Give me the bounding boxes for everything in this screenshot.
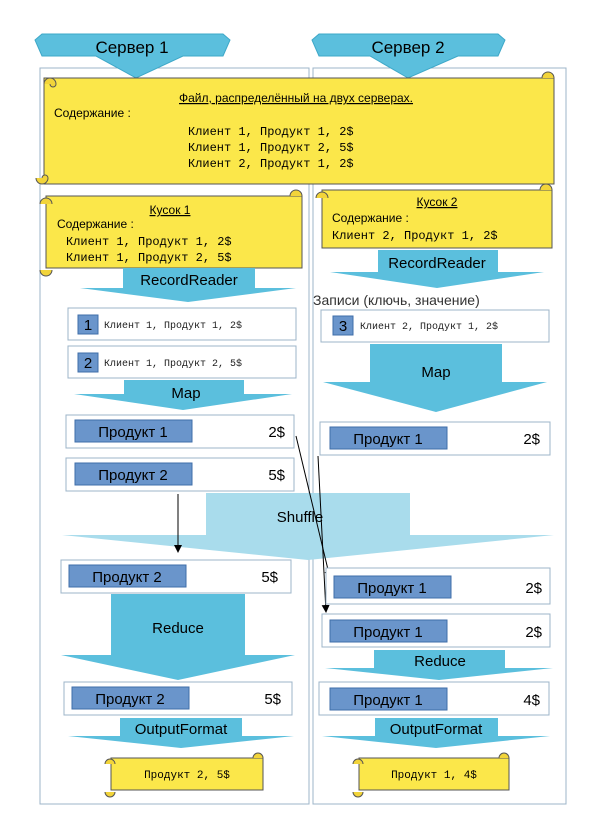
chunk-1-line-2: Клиент 1, Продукт 2, 5$ (66, 251, 232, 265)
server-2-title: Сервер 2 (371, 38, 444, 57)
record-2: 2 Клиент 1, Продукт 2, 5$ (67, 345, 297, 379)
chunk-2-scroll: Кусок 2 Содержание : Клиент 2, Продукт 1… (315, 183, 553, 249)
shuffle-output-3: Продукт 1 2$ (321, 613, 551, 648)
output-format-label-2: OutputFormat (390, 721, 483, 738)
reduce-label-2: Reduce (414, 653, 466, 670)
chunk-1-content-label: Содержание : (57, 217, 134, 231)
file-line-1: Клиент 1, Продукт 1, 2$ (188, 125, 354, 139)
map-output-2: Продукт 2 5$ (65, 457, 295, 492)
map-arrow-1: Map (74, 380, 292, 410)
record-1-num: 1 (84, 317, 92, 334)
server-1-title: Сервер 1 (95, 38, 168, 57)
record-reader-arrow-1: RecordReader (80, 268, 296, 302)
map-output-2-value: 5$ (268, 467, 285, 484)
server-1-column (39, 67, 310, 805)
chunk-1-line-1: Клиент 1, Продукт 1, 2$ (66, 235, 232, 249)
server-2-banner: Сервер 2 (311, 33, 506, 79)
map-output-1-value: 2$ (268, 424, 285, 441)
file-title: Файл, распределённый на двух серверах. (179, 91, 413, 105)
shuffle-output-1-value: 5$ (261, 569, 278, 586)
chunk-1-scroll: Кусок 1 Содержание : Клиент 1, Продукт 1… (39, 189, 303, 277)
map-output-1: Продукт 1 2$ (65, 414, 295, 449)
output-scroll-1: Продукт 2, 5$ (104, 752, 264, 798)
file-line-3: Клиент 2, Продукт 1, 2$ (188, 157, 354, 171)
map-arrow-2: Map (323, 344, 547, 412)
output-format-label-1: OutputFormat (135, 721, 228, 738)
output-1-text: Продукт 2, 5$ (144, 770, 230, 782)
reduce-output-2: Продукт 1 4$ (318, 681, 550, 716)
map-output-3: Продукт 1 2$ (319, 421, 551, 456)
chunk-2-title: Кусок 2 (417, 195, 458, 209)
map-label-2: Map (421, 364, 450, 381)
output-scroll-2: Продукт 1, 4$ (352, 752, 510, 798)
reduce-output-2-value: 4$ (523, 692, 540, 709)
record-2-text: Клиент 1, Продукт 2, 5$ (104, 358, 242, 370)
record-1: 1 Клиент 1, Продукт 1, 2$ (67, 307, 297, 341)
record-3-num: 3 (339, 318, 347, 335)
chunk-2-content-label: Содержание : (332, 211, 409, 225)
map-output-3-key: Продукт 1 (353, 431, 423, 448)
shuffle-output-1: Продукт 2 5$ (60, 559, 292, 594)
record-3: 3 Клиент 2, Продукт 1, 2$ (320, 309, 550, 343)
shuffle-output-2-value: 2$ (525, 580, 542, 597)
map-label-1: Map (171, 385, 200, 402)
reduce-arrow-2: Reduce (325, 650, 553, 680)
chunk-2-line-1: Клиент 2, Продукт 1, 2$ (332, 229, 498, 243)
shuffle-line-2 (295, 435, 333, 579)
shuffle-output-1-key: Продукт 2 (92, 569, 162, 586)
file-line-2: Клиент 1, Продукт 2, 5$ (188, 141, 354, 155)
server-2-column (312, 67, 567, 805)
output-format-arrow-2: OutputFormat (322, 718, 550, 748)
server-1-banner: Сервер 1 (34, 33, 231, 79)
file-content-label: Содержание : (54, 106, 131, 120)
reduce-output-2-key: Продукт 1 (353, 692, 423, 709)
chunk-1-title: Кусок 1 (150, 203, 191, 217)
map-output-2-key: Продукт 2 (98, 467, 168, 484)
record-reader-label-1: RecordReader (140, 272, 238, 289)
records-caption: Записи (ключь, значение) (313, 292, 480, 308)
shuffle-label: Shuffle (277, 509, 323, 526)
reduce-output-1-value: 5$ (264, 691, 281, 708)
reduce-label-1: Reduce (152, 620, 204, 637)
record-3-text: Клиент 2, Продукт 1, 2$ (360, 321, 498, 333)
map-output-1-key: Продукт 1 (98, 424, 168, 441)
output-format-arrow-1: OutputFormat (68, 718, 294, 748)
map-output-3-value: 2$ (523, 431, 540, 448)
file-scroll: Файл, распределённый на двух серверах. С… (35, 71, 555, 185)
shuffle-output-3-value: 2$ (525, 624, 542, 641)
record-1-text: Клиент 1, Продукт 1, 2$ (104, 320, 242, 332)
shuffle-output-2: Продукт 1 2$ (325, 567, 551, 605)
reduce-output-1: Продукт 2 5$ (63, 681, 293, 716)
reduce-output-1-key: Продукт 2 (95, 691, 165, 708)
reduce-arrow-1: Reduce (61, 594, 295, 680)
shuffle-output-2-key: Продукт 1 (357, 580, 427, 597)
shuffle-arrow: Shuffle (62, 493, 554, 560)
record-reader-arrow-2: RecordReader (330, 250, 544, 288)
record-reader-label-2: RecordReader (388, 255, 486, 272)
shuffle-output-3-key: Продукт 1 (353, 624, 423, 641)
shuffle-line-3 (317, 455, 330, 613)
record-2-num: 2 (84, 355, 92, 372)
output-2-text: Продукт 1, 4$ (391, 770, 477, 782)
